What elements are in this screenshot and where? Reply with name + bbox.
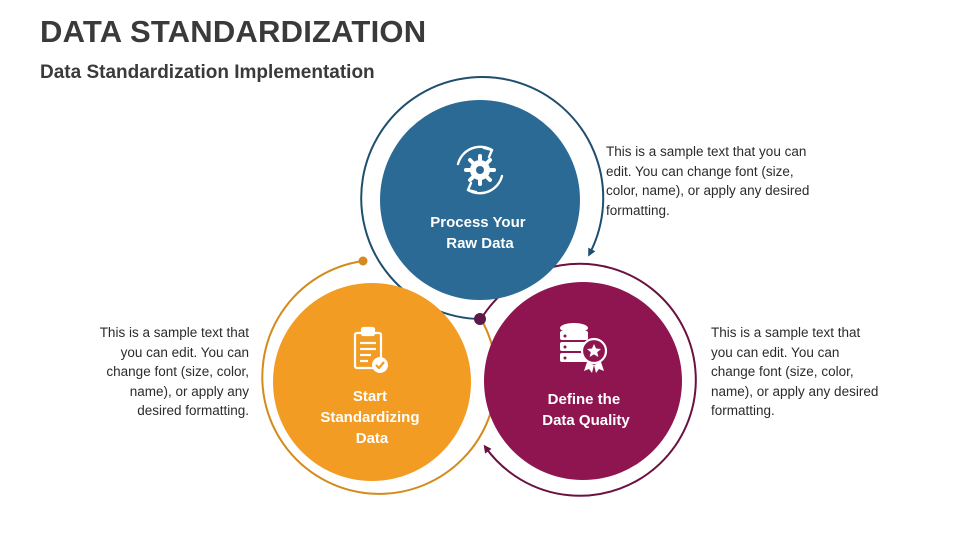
page-subtitle: Data Standardization Implementation bbox=[40, 62, 375, 83]
node-start-circle bbox=[273, 283, 471, 481]
node-start-label: Start Standardizing Data bbox=[320, 388, 423, 447]
node-process-circle bbox=[380, 100, 580, 300]
junction-dot bbox=[474, 313, 486, 325]
description-start: This is a sample text that you can edit.… bbox=[99, 325, 249, 418]
clipboard-check-icon bbox=[353, 326, 388, 373]
gear-cycle-icon bbox=[456, 145, 504, 195]
node-process-label: Process Your Raw Data bbox=[430, 214, 530, 252]
node-define-circle bbox=[484, 282, 682, 480]
ring-process bbox=[360, 76, 605, 320]
description-process: This is a sample text that you can edit.… bbox=[606, 144, 810, 218]
page-title: DATA STANDARDIZATION bbox=[40, 14, 427, 49]
database-badge-icon bbox=[560, 323, 608, 373]
description-define: This is a sample text that you can edit.… bbox=[711, 325, 879, 418]
node-define-label: Define the Data Quality bbox=[542, 391, 630, 429]
